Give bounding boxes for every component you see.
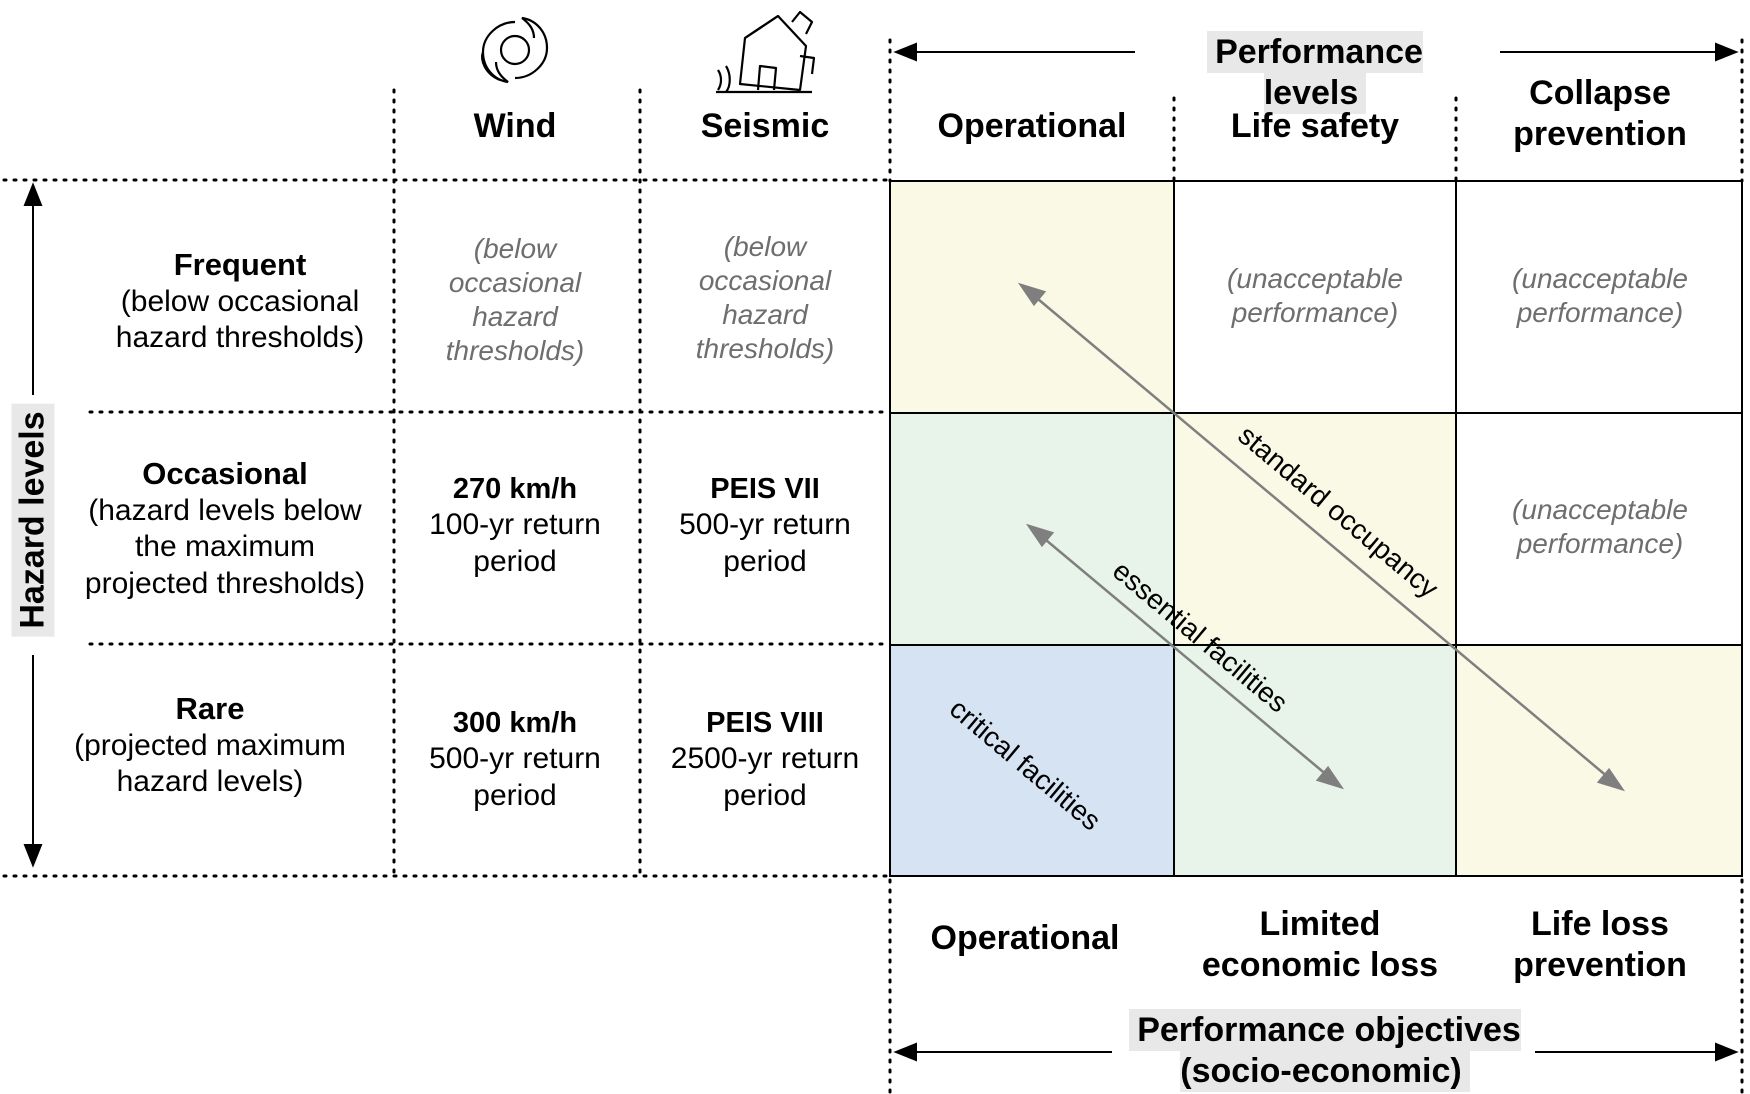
wind-occasional-period: 100-yr return period: [429, 508, 601, 578]
wind-frequent: (below occasional hazard thresholds): [445, 233, 585, 367]
wind-rare-value: 300 km/h: [452, 707, 578, 739]
diagonal-arrows: [1017, 282, 1626, 792]
objective-operational: Operational: [930, 919, 1120, 957]
cell-rare-collapse: [1456, 645, 1742, 876]
seismic-rare-value: PEIS VIII: [706, 707, 824, 739]
hazard-level-rare-desc: (projected maximum hazard levels): [74, 728, 346, 799]
hazard-level-occasional: Occasional: [142, 456, 308, 491]
hazard-level-rare: Rare: [175, 691, 245, 726]
cyclone-icon: [481, 16, 549, 84]
objective-life-loss-prevention: Life loss prevention: [1513, 905, 1687, 985]
performance-level-arrows: [893, 42, 1739, 1062]
seismic-frequent: (below occasional hazard thresholds): [695, 231, 835, 365]
perf-level-life-safety: Life safety: [1230, 107, 1400, 145]
unacceptable-frequent-collapse: (unacceptable performance): [1512, 263, 1688, 329]
dotted-grid: [2, 38, 1744, 1094]
column-header-wind: Wind: [473, 107, 557, 145]
perf-level-collapse-prevention: Collapse prevention: [1513, 74, 1687, 154]
matrix-grid: [889, 180, 1743, 877]
performance-objectives-title: Performance objectives (socio-economic): [1129, 1009, 1521, 1093]
seismic-rare-period: 2500-yr return period: [670, 742, 860, 812]
hazard-level-frequent: Frequent: [173, 247, 307, 282]
hazard-level-occasional-desc: (hazard levels below the maximum project…: [84, 493, 366, 600]
cell-rare-lifesafety: [1174, 645, 1456, 876]
unacceptable-occasional-collapse: (unacceptable performance): [1512, 494, 1688, 560]
objective-limited-economic-loss: Limited economic loss: [1201, 905, 1439, 985]
wind-occasional-value: 270 km/h: [452, 473, 578, 505]
cell-rare-operational: [890, 645, 1174, 876]
seismic-occasional-period: 500-yr return period: [679, 508, 851, 578]
seismic-occasional-value: PEIS VII: [710, 473, 820, 505]
hazard-levels-title: Hazard levels: [11, 403, 55, 637]
earthquake-house-icon: [716, 10, 816, 94]
hazard-level-frequent-desc: (below occasional hazard thresholds): [115, 284, 365, 355]
unacceptable-frequent-life-safety: (unacceptable performance): [1227, 263, 1403, 329]
column-header-seismic: Seismic: [700, 107, 830, 145]
perf-level-operational: Operational: [937, 107, 1127, 145]
wind-rare-period: 500-yr return period: [429, 742, 601, 812]
hazard-level-arrow: [23, 182, 43, 868]
performance-levels-title: Performance levels: [1207, 31, 1423, 115]
